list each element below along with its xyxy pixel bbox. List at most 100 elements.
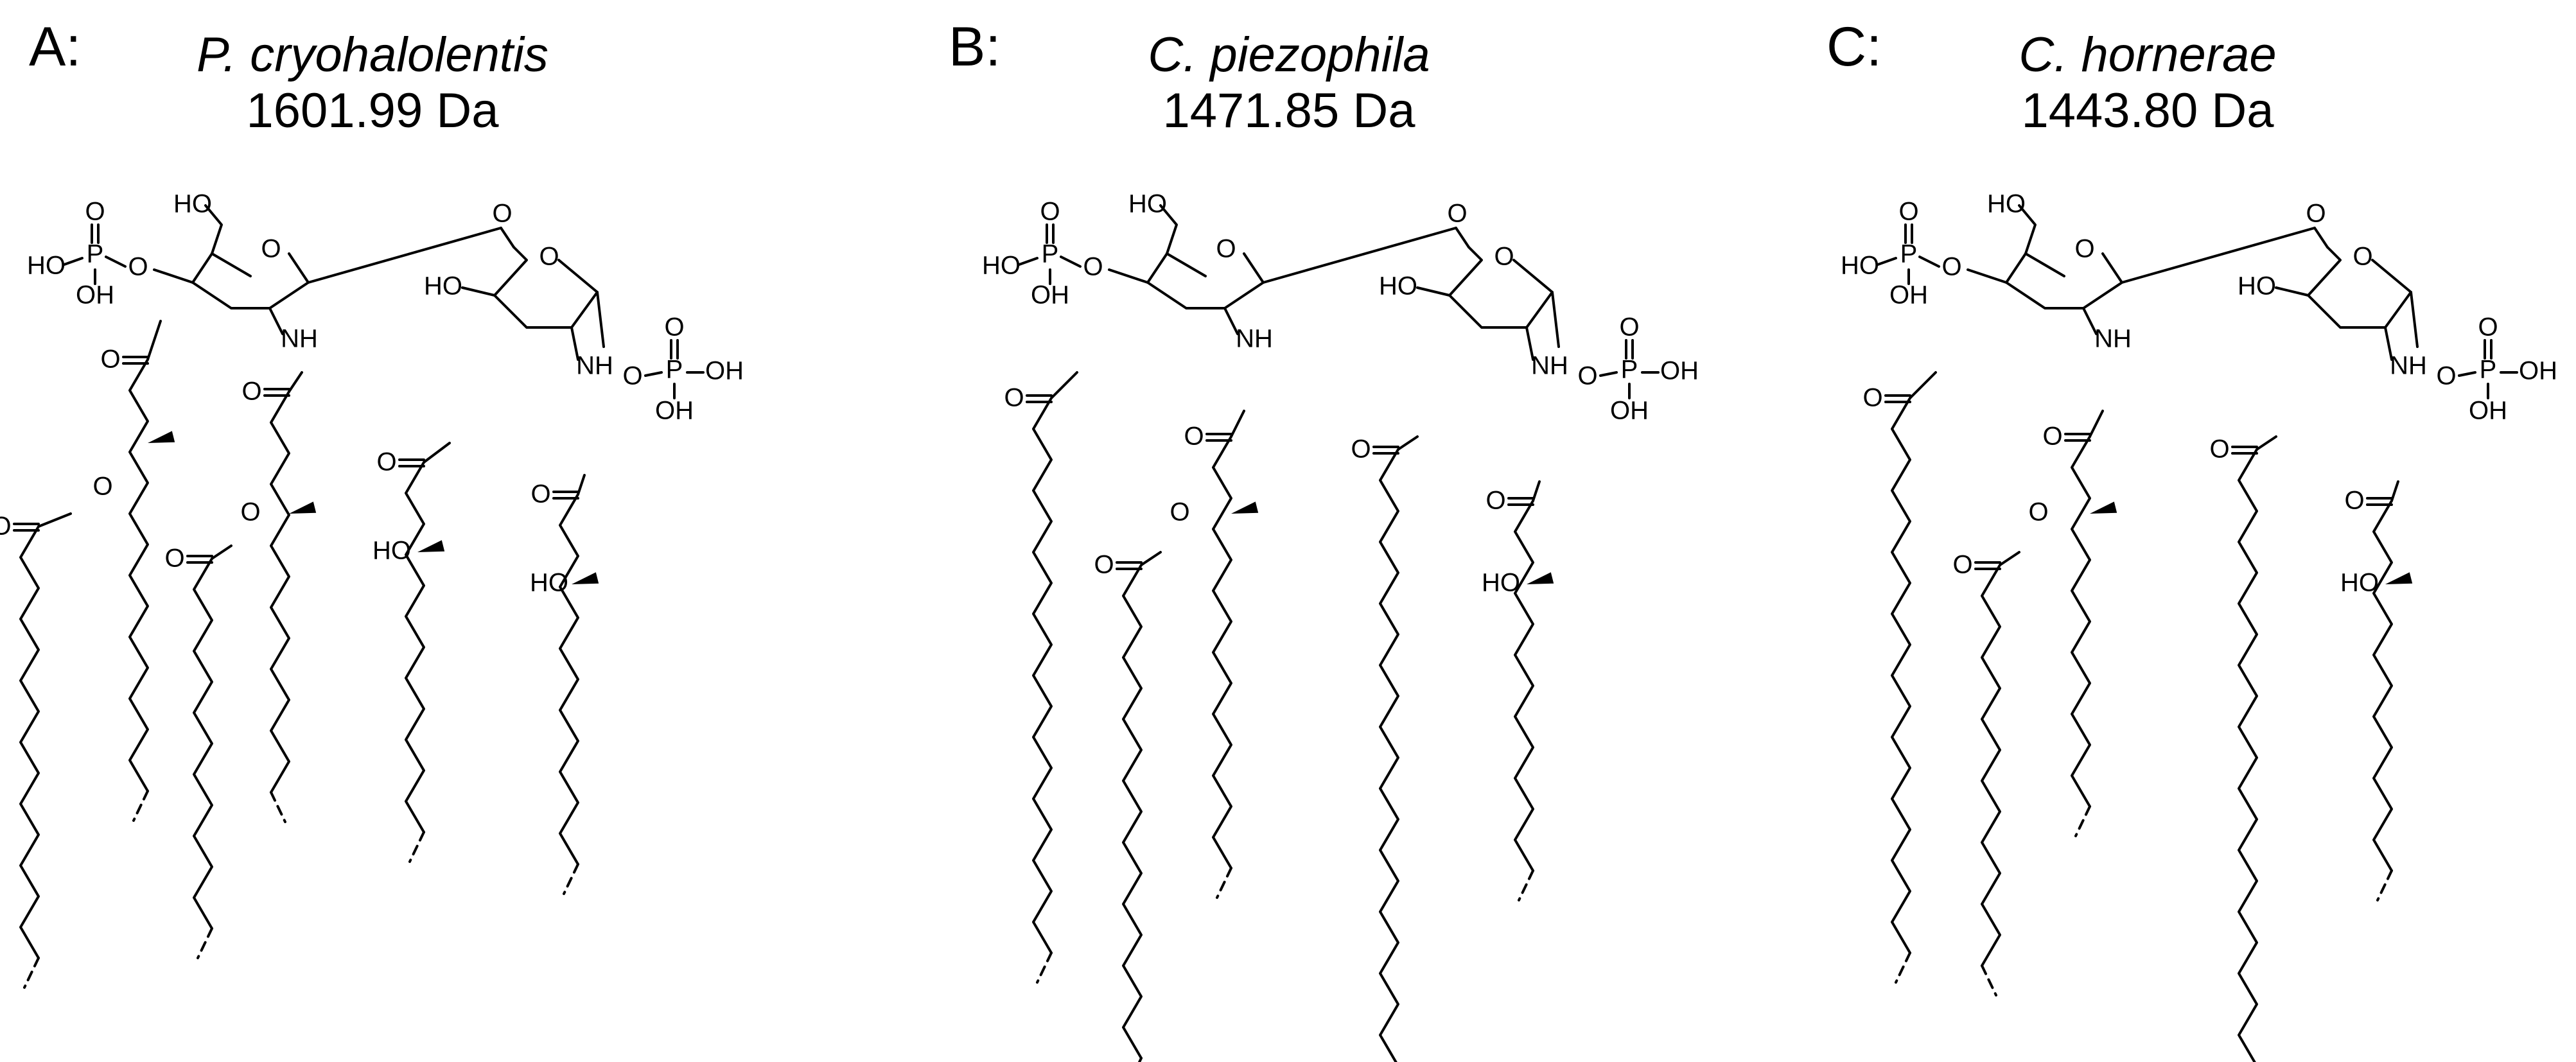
stereo-wedge bbox=[2385, 572, 2413, 584]
bond bbox=[1525, 326, 1534, 361]
phosphate-hydroxyl: HO bbox=[982, 252, 1021, 280]
carbonyl-oxygen: O bbox=[0, 512, 12, 541]
phosphate-hydroxyl: HO bbox=[1841, 252, 1879, 280]
ester-bond bbox=[1909, 371, 1937, 399]
ester-bond bbox=[2089, 410, 2104, 438]
bond bbox=[1159, 204, 1178, 255]
ring-bond bbox=[2005, 252, 2123, 309]
bond bbox=[1108, 268, 1149, 284]
phosphate-oxygen: O bbox=[1040, 198, 1060, 226]
ring-bond bbox=[211, 252, 252, 277]
ring-bond bbox=[500, 227, 515, 248]
ester-bond bbox=[1230, 410, 1245, 438]
fatty-acyl-chain bbox=[2372, 500, 2393, 872]
ester-oxygen: O bbox=[1941, 253, 1961, 281]
bond bbox=[63, 257, 83, 266]
carbonyl-oxygen: O bbox=[1351, 435, 1371, 464]
fatty-acyl-chain bbox=[2071, 435, 2091, 808]
ring-bond bbox=[2313, 227, 2329, 248]
bond bbox=[1018, 257, 1038, 266]
fatty-acyl-chain bbox=[2238, 448, 2258, 1062]
bond bbox=[1918, 256, 1940, 268]
hydroxyl-group: HO bbox=[2340, 569, 2379, 597]
phosphate-hydroxyl: OH bbox=[1610, 397, 1649, 425]
phosphorus: P bbox=[1042, 240, 1059, 268]
hydroxyl-group: HO bbox=[2238, 272, 2276, 300]
bond bbox=[2082, 307, 2098, 335]
stereo-wedge bbox=[289, 501, 317, 514]
phosphorus: P bbox=[1900, 240, 1918, 268]
chain-continuation bbox=[1518, 869, 1534, 901]
stereo-wedge bbox=[417, 540, 445, 552]
bond bbox=[570, 326, 579, 361]
phosphate-oxygen: O bbox=[2478, 313, 2498, 342]
chain-continuation bbox=[197, 927, 213, 959]
ester-oxygen: O bbox=[1577, 362, 1597, 390]
ester-oxygen: O bbox=[128, 253, 148, 281]
ring-oxygen: O bbox=[261, 235, 281, 263]
molecular-mass: 1471.85 Da bbox=[1162, 83, 1415, 138]
carbonyl-oxygen: O bbox=[530, 480, 550, 509]
chain-continuation bbox=[1036, 952, 1053, 984]
ester-bond bbox=[2256, 435, 2277, 451]
fatty-acyl-chain bbox=[270, 390, 290, 794]
ester-oxygen: O bbox=[2028, 498, 2048, 527]
fatty-acyl-chain bbox=[559, 493, 579, 866]
fatty-acyl-chain bbox=[1514, 500, 1534, 872]
phosphate-hydroxyl: OH bbox=[76, 281, 114, 309]
chain-continuation bbox=[1895, 952, 1911, 984]
fatty-acyl-chain bbox=[19, 525, 40, 959]
fatty-acyl-chain bbox=[1981, 564, 2001, 967]
molecular-mass: 1601.99 Da bbox=[246, 83, 499, 138]
carbonyl-oxygen: O bbox=[1952, 551, 1972, 579]
fatty-acyl-chain bbox=[193, 557, 213, 930]
phosphate-hydroxyl: OH bbox=[2469, 397, 2507, 425]
stereo-wedge bbox=[572, 572, 599, 584]
phosphorus: P bbox=[87, 240, 104, 268]
ester-bond bbox=[1140, 551, 1162, 566]
bond bbox=[2384, 326, 2393, 361]
chain-continuation bbox=[270, 791, 286, 823]
ester-oxygen: O bbox=[2436, 362, 2456, 390]
ring-oxygen: O bbox=[2353, 243, 2372, 271]
carbonyl-oxygen: O bbox=[1094, 551, 1114, 579]
hydroxyl-group: HO bbox=[1482, 569, 1520, 597]
ester-oxygen: O bbox=[92, 473, 112, 501]
phosphorus: P bbox=[2480, 356, 2497, 384]
ester-bond bbox=[423, 442, 451, 464]
ring-oxygen: O bbox=[2306, 200, 2326, 228]
species-name: C. piezophila bbox=[1148, 28, 1430, 82]
ester-bond bbox=[1999, 551, 2020, 566]
bond bbox=[268, 307, 284, 335]
carbonyl-oxygen: O bbox=[2344, 487, 2364, 515]
ring-bond bbox=[1455, 227, 1470, 248]
phosphate-hydroxyl: OH bbox=[2519, 357, 2557, 385]
molecular-mass: 1443.80 Da bbox=[2021, 83, 2274, 138]
ring-oxygen: O bbox=[539, 243, 559, 271]
ring-oxygen: O bbox=[2074, 235, 2094, 263]
phosphate-hydroxyl: HO bbox=[27, 252, 66, 280]
phosphate-hydroxyl: OH bbox=[705, 357, 744, 385]
chain-continuation bbox=[563, 863, 579, 895]
bond bbox=[1416, 286, 1451, 297]
ester-oxygen: O bbox=[240, 498, 260, 527]
fatty-acyl-chain bbox=[1891, 397, 1911, 954]
hydroxyl-group: HO bbox=[424, 272, 462, 300]
carbonyl-oxygen: O bbox=[2042, 422, 2062, 451]
ring-oxygen: O bbox=[1494, 243, 1514, 271]
bond bbox=[461, 286, 496, 297]
chain-continuation bbox=[408, 831, 425, 863]
phosphate-hydroxyl: OH bbox=[1031, 281, 1069, 309]
panel-label: C: bbox=[1827, 16, 1882, 78]
panel-label: B: bbox=[949, 16, 1001, 78]
ester-bond bbox=[146, 320, 162, 361]
bond bbox=[204, 204, 223, 255]
amide-nh: NH bbox=[281, 325, 318, 353]
stereo-wedge bbox=[1527, 572, 1554, 584]
fatty-acyl-chain bbox=[1122, 564, 1143, 1059]
amide-nh: NH bbox=[1531, 352, 1568, 380]
hydroxyl-group: HO bbox=[1987, 190, 2026, 218]
